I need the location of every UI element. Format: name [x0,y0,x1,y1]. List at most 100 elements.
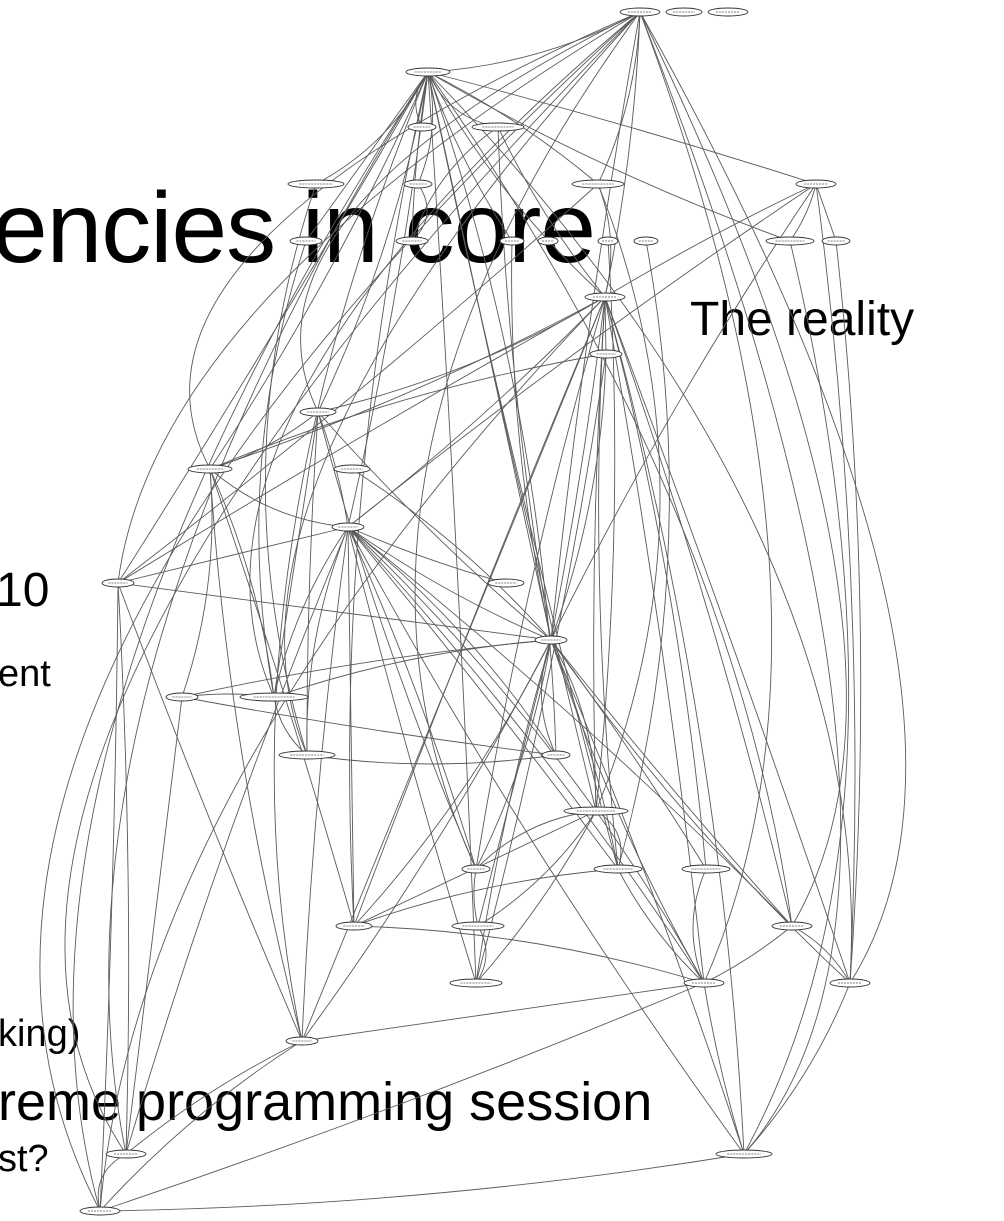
graph-edge [427,71,817,185]
graph-edge [703,982,745,1155]
graph-edge [427,71,619,870]
graph-edge [209,468,275,698]
graph-edge [209,468,349,528]
graph-edge [347,526,705,984]
graph-edge [595,810,705,984]
graph-edge [550,639,745,1155]
graph-edge [815,183,856,984]
graph-edge [550,639,619,870]
graph-edge [550,639,851,984]
graph-edge [99,1040,303,1212]
graph-edge [595,240,616,812]
graph-edge [475,810,597,984]
graph-edge [117,526,349,584]
graph-edge [99,1153,745,1212]
graph-edge [273,71,429,1042]
graph-edge [347,526,477,870]
graph-edge [815,183,837,242]
graph-edge [604,296,745,1155]
graph-edge [108,71,429,1155]
graph-edge [273,411,319,698]
graph-edge [181,468,213,698]
graph-edge [301,526,349,1042]
graph-edge [550,639,705,984]
graph-edge [497,126,606,298]
graph-edge [301,982,705,1042]
graph-edge [273,639,552,698]
graph-edge [125,696,183,1155]
bullet-fragment-ent: ent [0,653,51,695]
graph-edge [639,11,842,1155]
graph-edge [595,183,661,812]
bullet-fragment-king: king) [0,1013,81,1055]
graph-edge [604,296,851,984]
graph-edge [427,71,513,242]
graph-edge [550,11,641,641]
graph-node [239,692,309,702]
graph-edge [347,183,817,528]
graph-node [765,236,815,246]
graph-edge [475,639,552,870]
graph-edge [477,639,552,927]
graph-node [593,864,643,874]
graph-edge [349,71,429,927]
graph-edge [117,183,599,584]
graph-edge [273,696,308,756]
graph-edge [351,468,552,641]
graph-edge [511,240,552,641]
graph-edge [125,526,349,1155]
graph-edge [99,982,705,1212]
graph-edge [639,11,907,984]
graph-edge [475,296,606,870]
graph-edge [117,11,641,584]
graph-edge [411,71,429,242]
graph-edge [317,296,606,413]
graph-edge [347,526,507,584]
graph-edge [604,11,641,298]
graph-edge [317,411,552,641]
graph-edge [117,582,552,641]
graph-edge [427,71,791,242]
graph-node [821,236,851,246]
graph-edge [209,468,303,1042]
graph-edge [550,183,817,641]
graph-edge [125,1040,303,1155]
bullet-fragment-session: reme programming session [0,1072,653,1132]
slide-title-fragment: encies in core [0,172,596,284]
graph-edge [550,639,707,870]
graph-edge [617,868,705,984]
graph-edge [209,353,607,470]
graph-edge [639,11,847,927]
graph-edge [264,183,317,756]
graph-edge [598,296,619,870]
graph-edge [550,296,606,641]
graph-edge [347,526,597,812]
graph-edge [72,71,429,1212]
graph-edge [550,639,597,812]
graph-edge [427,71,599,185]
graph-edge [347,526,793,927]
graph-edge [209,296,606,470]
graph-edge [117,296,606,584]
graph-edge [604,296,607,355]
graph-edge [473,868,479,927]
graph-edge [550,639,793,927]
graph-edge [284,11,641,756]
graph-edge [593,296,606,812]
graph-edge [317,71,429,413]
graph-edge [427,71,597,812]
graph-node [681,864,731,874]
graph-edge [353,925,705,984]
graph-edge [347,526,477,984]
graph-edge [427,71,606,298]
graph-node [407,122,437,132]
graph-edge [306,526,349,756]
graph-edge [273,526,349,698]
graph-edge [209,411,319,470]
graph-edge [117,582,130,1155]
graph-edge [427,71,793,927]
graph-edge [353,296,606,927]
graph-edge [617,240,670,870]
graph-edge [306,754,557,765]
